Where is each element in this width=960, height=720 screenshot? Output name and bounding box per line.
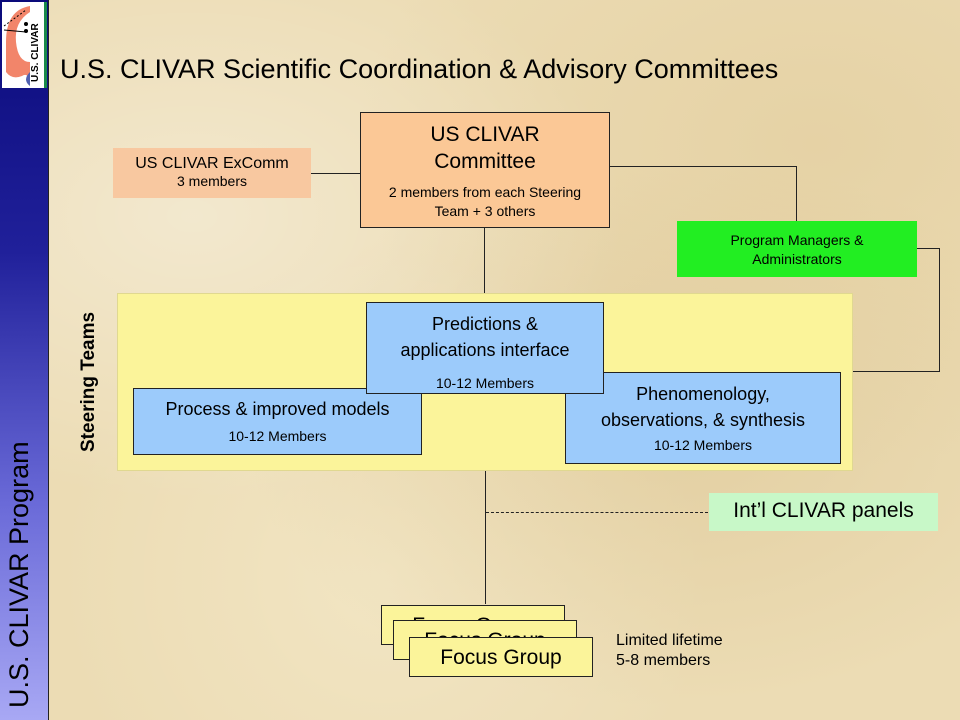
connector-committee-steering: [484, 222, 485, 304]
intl-clivar-panels-box: Int’l CLIVAR panels: [709, 493, 938, 531]
steering-teams-label: Steering Teams: [78, 311, 99, 452]
excomm-box: US CLIVAR ExComm 3 members: [113, 148, 311, 198]
committee-desc-line1: 2 members from each Steering: [388, 184, 582, 200]
focus-group-card-front: Focus Group: [409, 637, 593, 677]
sidebar: U.S. CLIVAR U.S. CLIVAR Program: [0, 0, 49, 720]
focus-note-line2: 5-8 members: [616, 652, 711, 669]
team-title-line1: Predictions &: [431, 314, 539, 334]
connector-pm-steering: [852, 371, 940, 372]
connector-committee-right: [609, 166, 797, 167]
connector-steering-focus: [485, 452, 486, 604]
team-phenomenology: Phenomenology, observations, & synthesis…: [565, 372, 841, 464]
team-title-line2: applications interface: [400, 340, 570, 360]
team-process-models: Process & improved models 10-12 Members: [133, 388, 422, 455]
excomm-title: US CLIVAR ExComm: [135, 155, 289, 172]
committee-box: US CLIVAR Committee 2 members from each …: [360, 112, 610, 228]
focus-group-note: Limited lifetime 5-8 members: [616, 631, 723, 671]
page-title: U.S. CLIVAR Scientific Coordination & Ad…: [60, 54, 779, 84]
connector-intl-dashed: [486, 512, 708, 513]
connector-pm-right: [916, 248, 940, 249]
committee-title-line1: US CLIVAR: [430, 123, 540, 146]
team-title: Process & improved models: [165, 399, 390, 419]
team-members: 10-12 Members: [228, 428, 327, 444]
focus-group-label: Focus Group: [440, 646, 562, 669]
program-managers-line2: Administrators: [752, 251, 842, 267]
team-title-line1: Phenomenology,: [636, 384, 770, 404]
program-managers-box: Program Managers & Administrators: [677, 221, 917, 277]
connector-pm-down: [939, 248, 940, 372]
committee-desc-line2: Team + 3 others: [434, 203, 536, 219]
connector-right-down: [796, 166, 797, 222]
team-title-line2: observations, & synthesis: [600, 410, 806, 430]
intl-clivar-label: Int’l CLIVAR panels: [733, 499, 914, 522]
focus-note-line1: Limited lifetime: [616, 632, 723, 649]
svg-text:U.S. CLIVAR: U.S. CLIVAR: [30, 23, 41, 82]
team-members: 10-12 Members: [653, 437, 753, 453]
sidebar-title: U.S. CLIVAR Program: [4, 441, 34, 708]
team-predictions: Predictions & applications interface 10-…: [366, 302, 604, 394]
committee-title-line2: Committee: [434, 150, 536, 173]
excomm-members: 3 members: [176, 173, 248, 189]
program-managers-line1: Program Managers &: [730, 232, 864, 248]
us-clivar-logo: U.S. CLIVAR: [2, 2, 47, 88]
team-members: 10-12 Members: [435, 375, 535, 391]
connector-excomm-committee: [300, 173, 360, 174]
